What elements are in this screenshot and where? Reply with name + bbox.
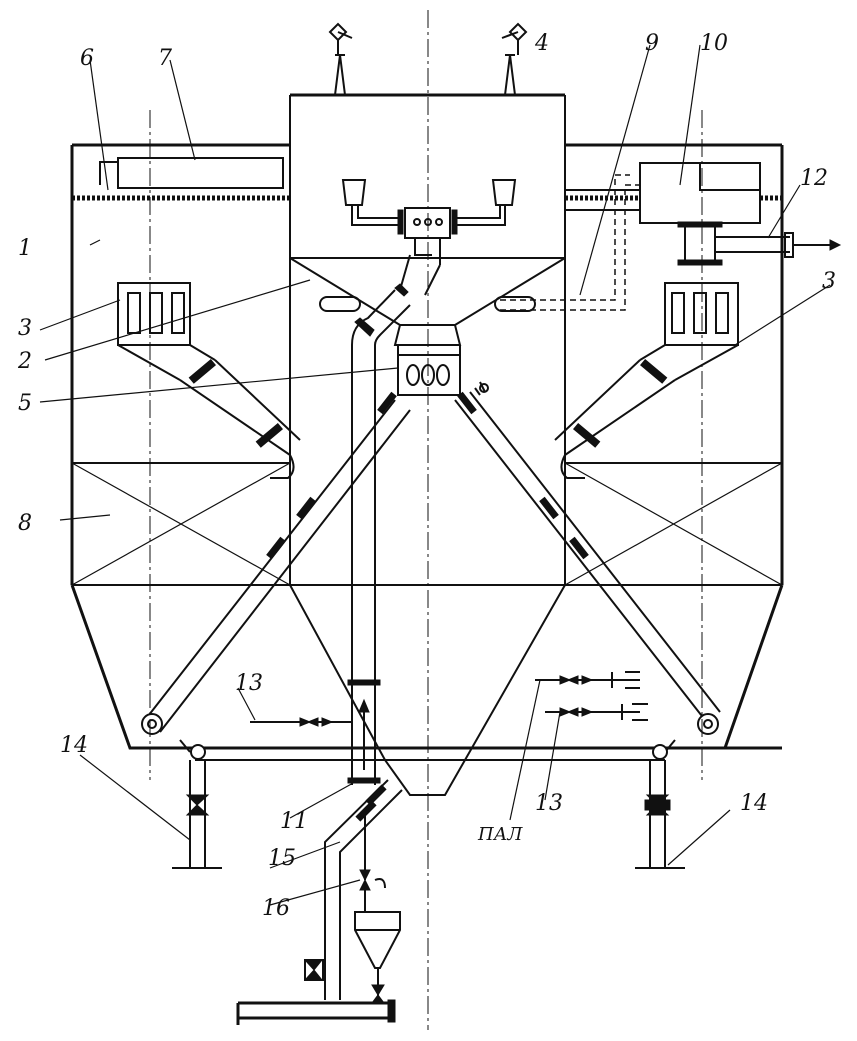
label-15: 15 (268, 846, 296, 871)
label-13-left: 13 (235, 671, 263, 696)
label-3-right: 3 (822, 269, 836, 294)
distributor-3-left (117, 282, 301, 479)
label-12: 12 (800, 166, 828, 191)
label-5: 5 (18, 391, 32, 416)
bottom-manifold-14 (172, 739, 685, 869)
riser-pipe-11 (347, 283, 411, 785)
valve-lines-13 (250, 671, 648, 727)
label-6: 6 (80, 46, 94, 71)
top-manifold (341, 179, 517, 296)
center-lines (149, 10, 703, 1030)
label-16: 16 (262, 896, 290, 921)
label-3-left: 3 (18, 316, 32, 341)
distributor-3-right (554, 282, 739, 479)
label-8: 8 (18, 511, 32, 536)
cyclone-10 (639, 162, 842, 266)
label-7: 7 (158, 46, 172, 71)
label-11: 11 (280, 809, 308, 834)
label-13-right: 13 (535, 791, 563, 816)
cyclone-5 (393, 324, 489, 396)
label-9: 9 (645, 31, 659, 56)
callout-labels: 1 2 3 3 4 5 6 7 8 9 10 11 12 13 13 14 14… (17, 31, 836, 921)
lateral-pipes-2 (319, 296, 536, 312)
label-10: 10 (700, 31, 728, 56)
dashed-pipe-9 (500, 174, 640, 311)
label-4: 4 (534, 31, 549, 56)
distribution-rail-6 (72, 157, 782, 201)
bed-zone (71, 462, 783, 586)
leader-lines (39, 44, 831, 906)
discharge-15-16 (236, 779, 403, 1025)
label-14-left: 14 (60, 733, 88, 758)
label-14-right: 14 (740, 791, 768, 816)
label-pal: ПАЛ (477, 824, 523, 845)
feed-pipes (141, 391, 721, 735)
label-1: 1 (18, 236, 32, 261)
label-2: 2 (17, 349, 32, 374)
